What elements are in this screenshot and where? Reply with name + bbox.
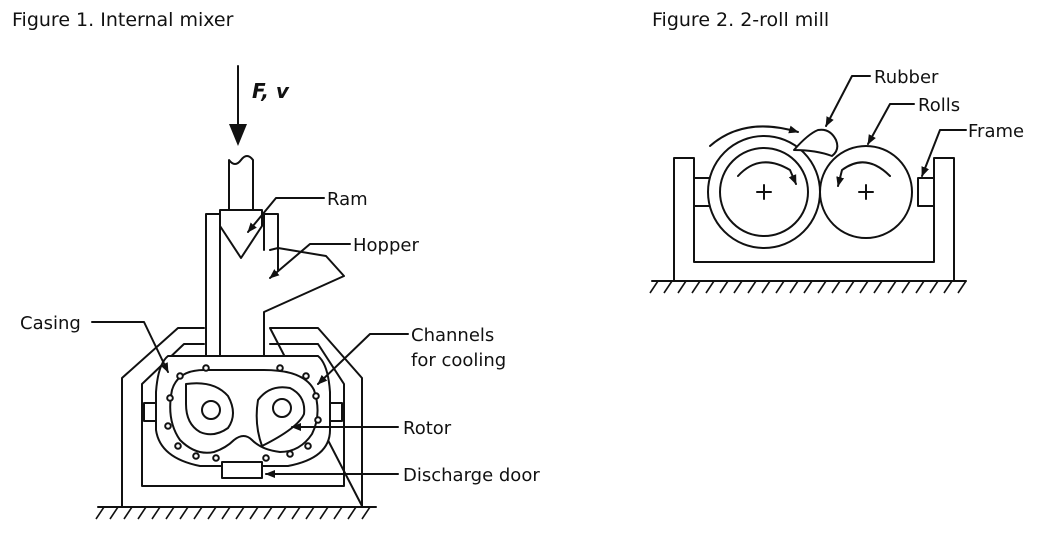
hopper-walls <box>205 213 279 357</box>
ram-label: Ram <box>327 189 368 210</box>
channels-label-line2: for cooling <box>411 350 506 371</box>
figure1-caption: Figure 1. Internal mixer <box>12 9 234 31</box>
rotor-label: Rotor <box>403 418 452 439</box>
ram <box>219 155 263 259</box>
mill-ground <box>649 280 967 294</box>
cooling-channel-dots <box>164 364 322 462</box>
mixer-frame <box>121 327 363 507</box>
frame-label: Frame <box>968 121 1024 142</box>
hopper-label: Hopper <box>353 235 419 256</box>
internal-mixer-diagram: F, v <box>20 65 540 520</box>
mixer-ground <box>95 506 377 520</box>
force-arrow <box>229 65 247 146</box>
rolls-label: Rolls <box>918 95 960 116</box>
force-label: F, v <box>252 79 290 103</box>
figure2-caption: Figure 2. 2-roll mill <box>652 9 830 31</box>
rotors <box>185 382 306 447</box>
casing-label: Casing <box>20 313 81 334</box>
discharge-door <box>221 461 263 479</box>
channels-label-line1: Channels <box>411 325 494 346</box>
rubber-label: Rubber <box>874 67 939 88</box>
discharge-door-label: Discharge door <box>403 465 540 486</box>
mill-frame <box>673 157 955 282</box>
two-roll-mill-diagram: Rubber Rolls Frame <box>649 67 1024 294</box>
